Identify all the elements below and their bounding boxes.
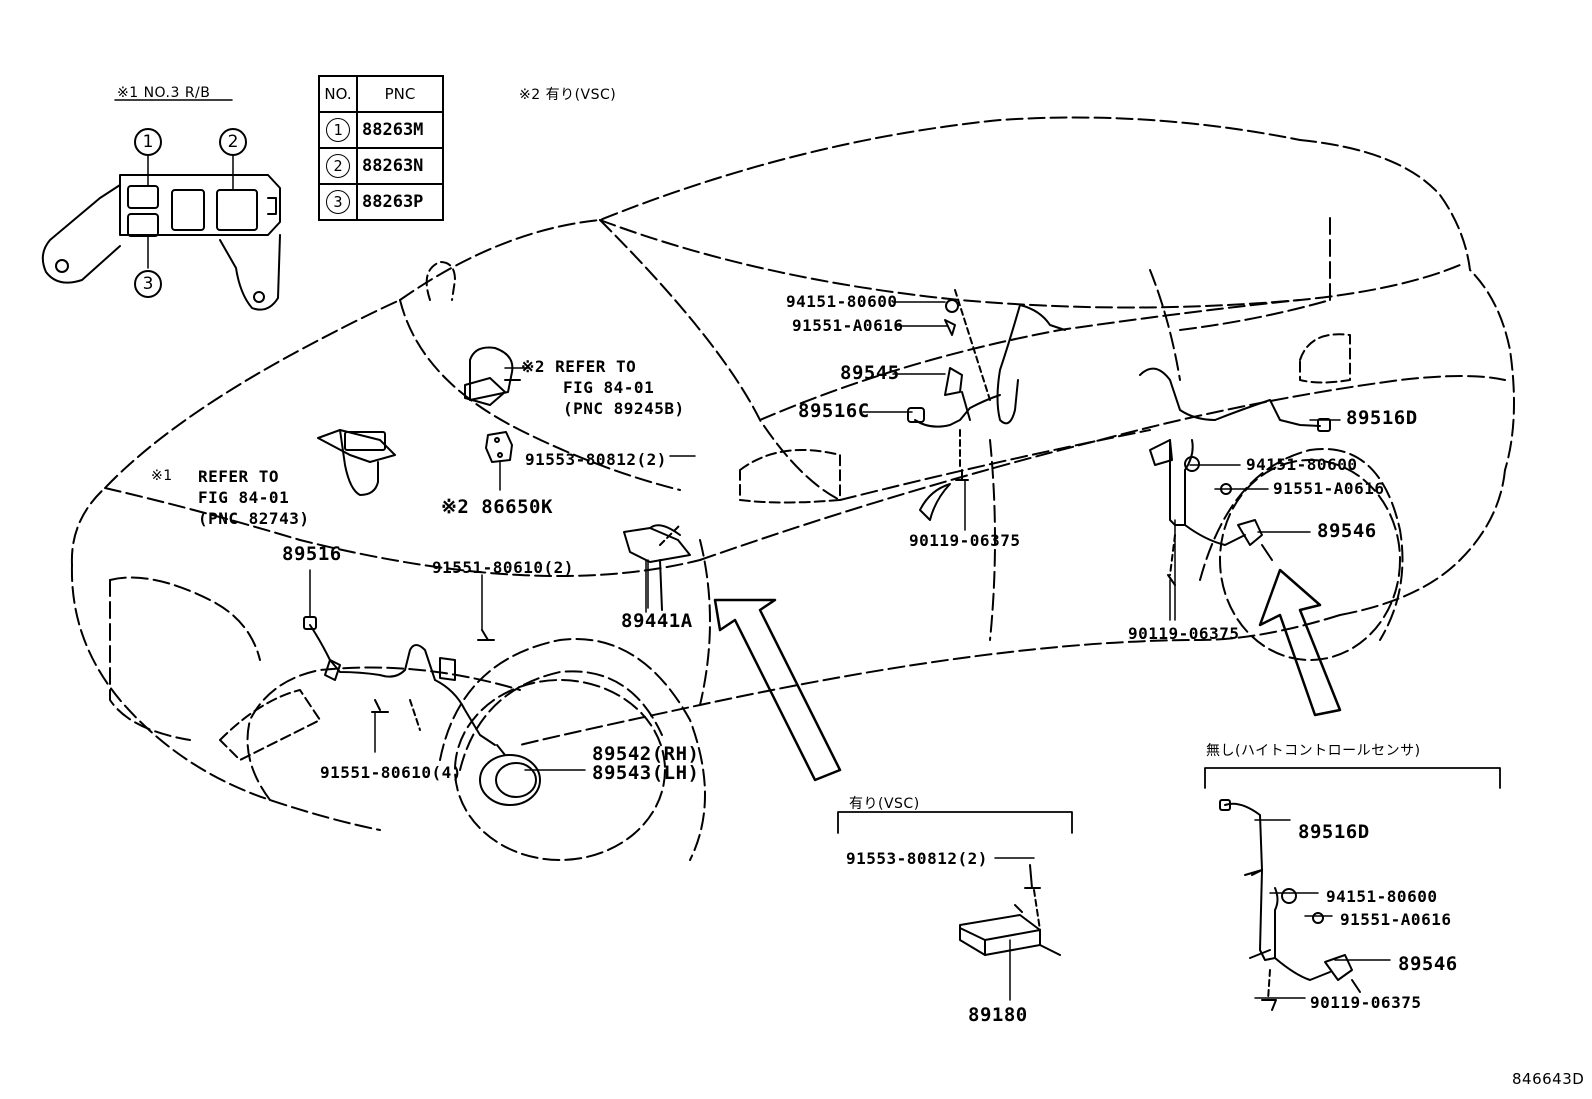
- ref-note-82743-line2: FIG 84-01: [198, 488, 290, 507]
- part-label-89441a: 89441A: [621, 610, 693, 632]
- vsc-note: ※2 有り(VSC): [519, 87, 617, 103]
- ref-note-89245b-line2: FIG 84-01: [563, 378, 655, 397]
- table-row: 2 88263N: [318, 147, 444, 185]
- part-label-91553-80812: 91553-80812(2): [525, 450, 667, 469]
- callout-badge-1: 1: [134, 128, 162, 156]
- part-label-91551-80610: 91551-80610(2): [432, 558, 574, 577]
- part-label-89516: 89516: [282, 543, 342, 565]
- table-row: 3 88263P: [318, 183, 444, 221]
- harness-89516-drawing: [303, 616, 496, 746]
- part-label-90119-06375: 90119-06375: [909, 531, 1021, 550]
- row-pnc: 88263P: [356, 183, 444, 221]
- part-label-86650k: ※2 86650K: [441, 496, 553, 518]
- part-label-91551-80610: 91551-80610(4): [320, 763, 462, 782]
- part-label-90119-06375: 90119-06375: [1128, 624, 1240, 643]
- part-label-89516d: 89516D: [1298, 821, 1370, 843]
- part-label-89546: 89546: [1317, 520, 1377, 542]
- bracket-82743-drawing: [317, 429, 396, 496]
- row-number: 3: [326, 190, 350, 214]
- part-label-91551-a0616: 91551-A0616: [1340, 910, 1452, 929]
- pnc-table: NO. PNC 1 88263M 2 88263N 3 88263P: [318, 75, 444, 221]
- harness-89516d-variant-drawing: [1219, 799, 1361, 1011]
- part-label-89545: 89545: [840, 362, 900, 384]
- rotor-89542-drawing: [479, 744, 541, 806]
- no-sensor-box-title: 無し(ハイトコントロールセンサ): [1206, 743, 1421, 759]
- part-label-89546: 89546: [1398, 953, 1458, 975]
- part-label-94151-80600: 94151-80600: [1326, 887, 1438, 906]
- ref-note-82743-mark: ※1: [151, 468, 173, 484]
- part-label-90119-06375: 90119-06375: [1310, 993, 1422, 1012]
- pnc-header-no: NO.: [318, 75, 358, 113]
- harness-89516c-drawing: [907, 289, 1066, 481]
- relay-block-title: ※1 NO.3 R/B: [117, 85, 211, 101]
- row-number: 2: [326, 154, 350, 178]
- ecu-89180-drawing: [959, 864, 1061, 956]
- ref-note-82743-line3: (PNC 82743): [198, 509, 310, 528]
- part-label-89516c: 89516C: [798, 400, 870, 422]
- part-label-94151-80600: 94151-80600: [1246, 455, 1358, 474]
- ref-note-89245b-line3: (PNC 89245B): [563, 399, 685, 418]
- vsc-box-bracket: [837, 811, 1073, 834]
- callout-badge-3: 3: [134, 270, 162, 298]
- part-label-91551-a0616: 91551-A0616: [1273, 479, 1385, 498]
- table-row: 1 88263M: [318, 111, 444, 149]
- rear-wheel-arch: [1199, 448, 1404, 661]
- bracket-86650k-drawing: [485, 431, 513, 463]
- harness-89516d-drawing: [1139, 367, 1331, 586]
- part-label-89543: 89543(LH): [592, 762, 700, 784]
- part-label-89542: 89542(RH): [592, 743, 700, 765]
- part-label-89180: 89180: [968, 1004, 1028, 1026]
- ref-note-89245b-line1: ※2 REFER TO: [521, 357, 637, 376]
- car-outline: [70, 116, 1515, 831]
- sensor-89441a-drawing: [623, 524, 691, 611]
- ref-note-82743-line1: REFER TO: [198, 467, 280, 486]
- pnc-table-header: NO. PNC: [318, 75, 444, 113]
- relay-block-drawing: [41, 99, 281, 311]
- pnc-header-pnc: PNC: [356, 75, 444, 113]
- vsc-box-title: 有り(VSC): [849, 796, 920, 812]
- figure-id: 846643D: [1512, 1070, 1585, 1088]
- part-label-91553-80812: 91553-80812(2): [846, 849, 988, 868]
- no-sensor-box-bracket: [1204, 767, 1501, 789]
- row-number: 1: [326, 118, 350, 142]
- sensor-89245b-drawing: [464, 346, 521, 406]
- row-pnc: 88263N: [356, 147, 444, 185]
- part-label-94151-80600: 94151-80600: [786, 292, 898, 311]
- part-label-89516d: 89516D: [1346, 407, 1418, 429]
- view-arrow-front: [713, 598, 842, 782]
- callout-badge-2: 2: [219, 128, 247, 156]
- part-label-91551-a0616: 91551-A0616: [792, 316, 904, 335]
- view-arrow-rear: [1258, 568, 1342, 717]
- row-pnc: 88263M: [356, 111, 444, 149]
